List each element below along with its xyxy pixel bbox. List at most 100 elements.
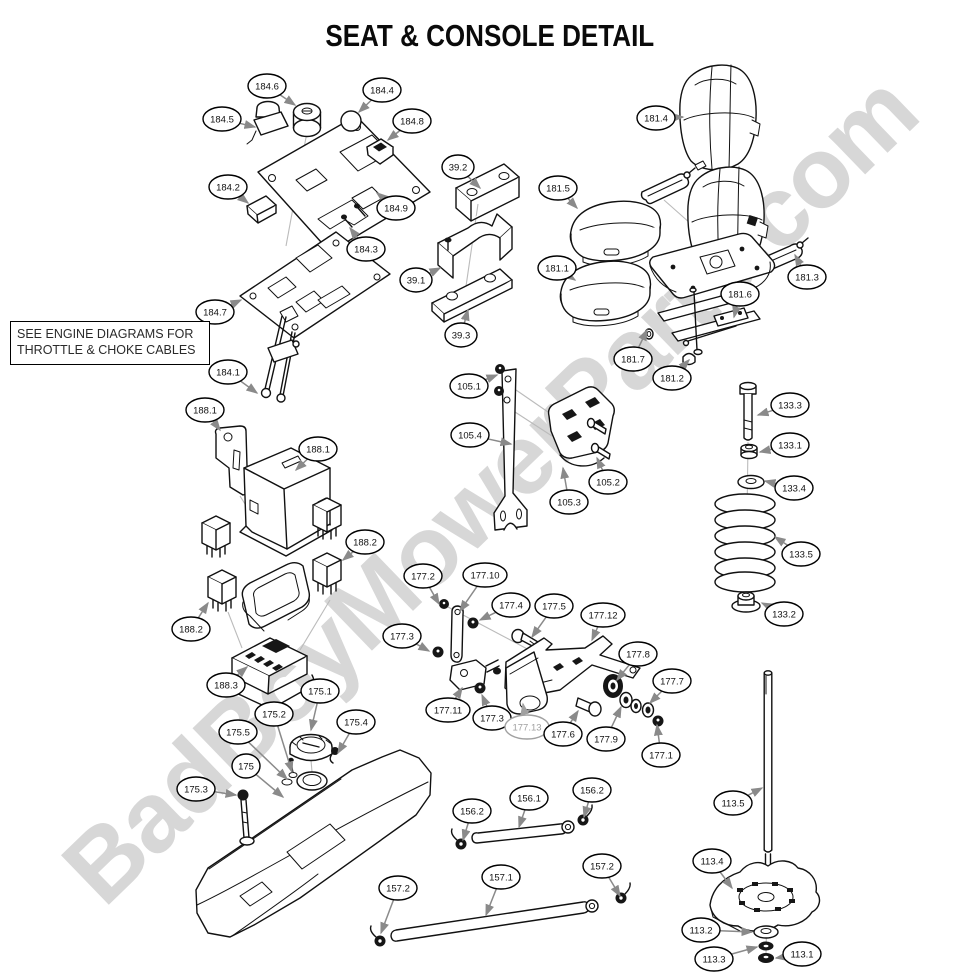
callout-175[interactable]: 175 [231, 753, 285, 798]
callout-bubble[interactable] [549, 489, 589, 515]
callout-184.3[interactable]: 184.3 [346, 226, 386, 262]
callout-177.12[interactable]: 177.12 [580, 602, 626, 642]
callout-bubble[interactable] [652, 365, 692, 391]
callout-113.1[interactable]: 113.1 [774, 941, 822, 967]
callout-bubble[interactable] [382, 623, 422, 649]
callout-133.4[interactable]: 133.4 [763, 475, 814, 501]
callout-177.7[interactable]: 177.7 [648, 668, 692, 705]
callout-bubble[interactable] [534, 593, 574, 619]
callout-bubble[interactable] [176, 776, 216, 802]
callout-177.4[interactable]: 177.4 [478, 592, 531, 621]
callout-177.5[interactable]: 177.5 [531, 593, 574, 639]
callout-39.3[interactable]: 39.3 [444, 308, 478, 348]
callout-bubble[interactable] [681, 917, 721, 943]
callout-105.1[interactable]: 105.1 [449, 373, 499, 399]
callout-bubble[interactable] [450, 422, 490, 448]
callout-bubble[interactable] [378, 875, 418, 901]
callout-bubble[interactable] [254, 701, 294, 727]
callout-181.1[interactable]: 181.1 [537, 255, 577, 281]
callout-175.3[interactable]: 175.3 [176, 776, 238, 802]
callout-188.3[interactable]: 188.3 [206, 666, 249, 698]
callout-bubble[interactable] [692, 848, 732, 874]
callout-105.3[interactable]: 105.3 [549, 466, 589, 515]
callout-bubble[interactable] [694, 946, 734, 972]
callout-bubble[interactable] [770, 432, 810, 458]
callout-bubble[interactable] [171, 616, 211, 642]
callout-bubble[interactable] [462, 562, 508, 588]
callout-156.2[interactable]: 156.2 [452, 798, 492, 842]
callout-181.4[interactable]: 181.4 [636, 105, 685, 131]
callout-bubble[interactable] [582, 853, 622, 879]
callout-bubble[interactable] [491, 592, 531, 618]
callout-bubble[interactable] [764, 601, 804, 627]
callout-175.2[interactable]: 175.2 [254, 701, 294, 774]
callout-bubble[interactable] [208, 359, 248, 385]
callout-156.1[interactable]: 156.1 [509, 785, 549, 829]
callout-bubble[interactable] [195, 299, 235, 325]
callout-bubble[interactable] [362, 77, 402, 103]
callout-181.5[interactable]: 181.5 [538, 175, 579, 210]
callout-bubble[interactable] [770, 392, 810, 418]
callout-bubble[interactable] [208, 174, 248, 200]
callout-177.2[interactable]: 177.2 [403, 563, 443, 606]
callout-bubble[interactable] [613, 346, 653, 372]
callout-bubble[interactable] [713, 790, 753, 816]
callout-177.3[interactable]: 177.3 [382, 623, 431, 652]
callout-bubble[interactable] [399, 267, 433, 293]
callout-157.2[interactable]: 157.2 [582, 853, 622, 898]
callout-bubble[interactable] [441, 154, 475, 180]
callout-bubble[interactable] [392, 108, 432, 134]
callout-177.10[interactable]: 177.10 [459, 562, 508, 613]
callout-184.5[interactable]: 184.5 [202, 106, 257, 132]
callout-bubble[interactable] [782, 941, 822, 967]
callout-157.2[interactable]: 157.2 [378, 875, 418, 935]
callout-181.7[interactable]: 181.7 [613, 328, 653, 372]
callout-175.1[interactable]: 175.1 [300, 678, 340, 732]
callout-bubble[interactable] [376, 195, 416, 221]
callout-bubble[interactable] [403, 563, 443, 589]
callout-177.9[interactable]: 177.9 [586, 705, 626, 752]
callout-184.1[interactable]: 184.1 [208, 359, 259, 394]
callout-181.3[interactable]: 181.3 [787, 253, 827, 290]
callout-bubble[interactable] [774, 475, 814, 501]
callout-bubble[interactable] [336, 709, 376, 735]
callout-bubble[interactable] [586, 726, 626, 752]
callout-157.1[interactable]: 157.1 [481, 864, 521, 917]
callout-133.2[interactable]: 133.2 [760, 601, 804, 627]
callout-105.2[interactable]: 105.2 [588, 456, 628, 495]
callout-bubble[interactable] [218, 719, 258, 745]
callout-175.5[interactable]: 175.5 [218, 719, 289, 781]
callout-bubble[interactable] [185, 397, 225, 423]
callout-133.5[interactable]: 133.5 [773, 536, 821, 567]
callout-184.4[interactable]: 184.4 [357, 77, 402, 114]
callout-133.3[interactable]: 133.3 [756, 392, 810, 418]
callout-181.2[interactable]: 181.2 [652, 358, 692, 391]
callout-177.6[interactable]: 177.6 [543, 709, 583, 747]
callout-bubble[interactable] [449, 373, 489, 399]
callout-bubble[interactable] [641, 742, 681, 768]
callout-bubble[interactable] [509, 785, 549, 811]
callout-bubble[interactable] [425, 697, 471, 723]
callout-184.9[interactable]: 184.9 [375, 192, 416, 221]
callout-bubble[interactable] [787, 264, 827, 290]
callout-113.3[interactable]: 113.3 [694, 945, 759, 972]
callout-133.1[interactable]: 133.1 [758, 432, 810, 458]
callout-177.8[interactable]: 177.8 [616, 641, 658, 682]
callout-bubble[interactable] [206, 672, 246, 698]
callout-181.6[interactable]: 181.6 [720, 281, 760, 319]
callout-184.2[interactable]: 184.2 [208, 174, 250, 204]
callout-bubble[interactable] [543, 721, 583, 747]
callout-bubble[interactable] [298, 436, 338, 462]
callout-bubble[interactable] [202, 106, 242, 132]
callout-188.1[interactable]: 188.1 [294, 436, 338, 472]
callout-bubble[interactable] [452, 798, 492, 824]
callout-105.4[interactable]: 105.4 [450, 422, 513, 448]
callout-184.7[interactable]: 184.7 [195, 299, 243, 325]
callout-bubble[interactable] [572, 777, 612, 803]
callout-bubble[interactable] [481, 864, 521, 890]
callout-184.6[interactable]: 184.6 [247, 73, 297, 106]
callout-bubble[interactable] [300, 678, 340, 704]
callout-39.1[interactable]: 39.1 [399, 267, 442, 293]
callout-39.2[interactable]: 39.2 [441, 154, 482, 190]
callout-bubble[interactable] [346, 236, 386, 262]
